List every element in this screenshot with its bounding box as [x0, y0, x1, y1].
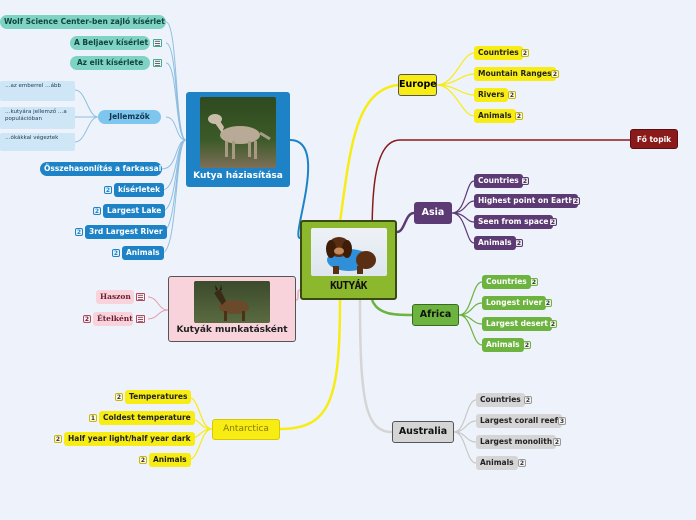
- antarctica-badge-2: 2: [54, 435, 62, 443]
- europe-badge-2: 2: [508, 91, 516, 99]
- floating-topic[interactable]: Fő topik: [630, 129, 678, 149]
- dom-badge-6: 2: [93, 207, 101, 215]
- antarctica-badge-3: 2: [139, 456, 147, 464]
- europe-item-animals[interactable]: Animals: [474, 109, 516, 123]
- shepherd-drawing: [214, 284, 249, 321]
- africa-badge-1: 2: [544, 299, 552, 307]
- notes-icon: ☰: [153, 39, 162, 48]
- europe-item-rivers[interactable]: Rivers: [474, 88, 509, 102]
- europe-item-countries[interactable]: Countries: [474, 46, 523, 60]
- antarctica-item-temperatures[interactable]: Temperatures: [125, 390, 192, 404]
- notes-icon: ☰: [136, 293, 145, 302]
- working-item-etelkent[interactable]: Ételként: [93, 312, 133, 326]
- asia-badge-3: 2: [515, 239, 523, 247]
- puppy-drawing: [326, 237, 376, 274]
- africa-item-largest-desert[interactable]: Largest desert: [482, 317, 552, 331]
- puppy-photo: [311, 228, 387, 276]
- dom-item-elit[interactable]: Az elit kísérlete: [70, 56, 150, 70]
- asia-item-highest-point[interactable]: Highest point on Earth: [474, 194, 578, 208]
- asia-item-countries[interactable]: Countries: [474, 174, 523, 188]
- antarctica-badge-0: 2: [115, 393, 123, 401]
- australia-item-countries[interactable]: Countries: [476, 393, 525, 407]
- africa-item-longest-river[interactable]: Longest river: [482, 296, 547, 310]
- dom-item-kiserletek[interactable]: kísérletek: [114, 183, 165, 197]
- dom-item-jellemzok[interactable]: Jellemzők: [98, 110, 161, 124]
- asia-node[interactable]: Asia: [414, 202, 452, 224]
- shepherd-dog-photo: [194, 281, 270, 323]
- notes-icon: ☰: [153, 59, 162, 68]
- africa-badge-3: 2: [523, 341, 531, 349]
- dom-item-largest-lake[interactable]: Largest Lake: [103, 204, 166, 218]
- australia-badge-1: 3: [558, 417, 566, 425]
- africa-badge-2: 2: [549, 320, 557, 328]
- dom-item-comparison[interactable]: Összehasonlítás a farkassal: [40, 162, 162, 176]
- antarctica-badge-1: 1: [89, 414, 97, 422]
- australia-item-animals[interactable]: Animals: [476, 456, 518, 470]
- africa-node[interactable]: Africa: [412, 304, 459, 326]
- working-item-haszon[interactable]: Haszon: [96, 290, 134, 304]
- antarctica-node[interactable]: Antarctica: [212, 419, 280, 440]
- working-node[interactable]: Kutyák munkatásként: [168, 276, 296, 342]
- australia-badge-3: 2: [518, 459, 526, 467]
- central-node[interactable]: KUTYÁK: [300, 220, 397, 300]
- africa-badge-0: 2: [530, 278, 538, 286]
- antarctica-item-light-dark[interactable]: Half year light/half year dark: [64, 432, 195, 446]
- europe-badge-1: 2: [551, 70, 559, 78]
- domestication-label: Kutya háziasítása: [193, 171, 283, 181]
- asia-item-seen-from-space[interactable]: Seen from space: [474, 215, 553, 229]
- wolf-photo: [200, 97, 276, 168]
- australia-node[interactable]: Australia: [392, 421, 454, 443]
- dom-note-2: …kutyára jellemző …a populációban: [0, 107, 75, 129]
- antarctica-item-animals[interactable]: Animals: [149, 453, 191, 467]
- europe-badge-3: 2: [515, 112, 523, 120]
- domestication-node[interactable]: Kutya háziasítása: [186, 92, 290, 187]
- europe-node[interactable]: Europe: [398, 74, 437, 96]
- dom-note-1: …az emberrel …ább: [0, 81, 75, 101]
- working-label: Kutyák munkatásként: [176, 325, 288, 335]
- asia-badge-0: 2: [521, 177, 529, 185]
- dom-item-animals[interactable]: Animals: [122, 246, 164, 260]
- wolf-drawing: [208, 114, 271, 159]
- central-label: KUTYÁK: [330, 279, 367, 292]
- asia-badge-1: 2: [572, 197, 580, 205]
- notes-icon: ☰: [136, 315, 145, 324]
- asia-badge-2: 2: [549, 218, 557, 226]
- dom-badge-5: 2: [104, 186, 112, 194]
- dom-badge-8: 2: [112, 249, 120, 257]
- australia-item-coral-reef[interactable]: Largest corall reef: [476, 414, 562, 428]
- australia-badge-0: 2: [524, 396, 532, 404]
- australia-badge-2: 2: [553, 438, 561, 446]
- dom-item-beljaev[interactable]: A Beljaev kísérlet: [70, 36, 150, 50]
- dom-item-river[interactable]: 3rd Largest River: [85, 225, 167, 239]
- africa-item-animals[interactable]: Animals: [482, 338, 524, 352]
- dom-note-3: …ókákkal végeztek: [0, 133, 75, 151]
- dom-badge-7: 2: [75, 228, 83, 236]
- africa-item-countries[interactable]: Countries: [482, 275, 531, 289]
- working-badge-1: 2: [83, 315, 91, 323]
- antarctica-item-coldest[interactable]: Coldest temperature: [99, 411, 195, 425]
- asia-item-animals[interactable]: Animals: [474, 236, 516, 250]
- australia-item-monolith[interactable]: Largest monolith: [476, 435, 557, 449]
- europe-badge-0: 2: [521, 49, 529, 57]
- europe-item-mountains[interactable]: Mountain Ranges: [474, 67, 556, 81]
- dom-item-wolf-science[interactable]: Wolf Science Center-ben zajló kísérlet: [0, 15, 166, 29]
